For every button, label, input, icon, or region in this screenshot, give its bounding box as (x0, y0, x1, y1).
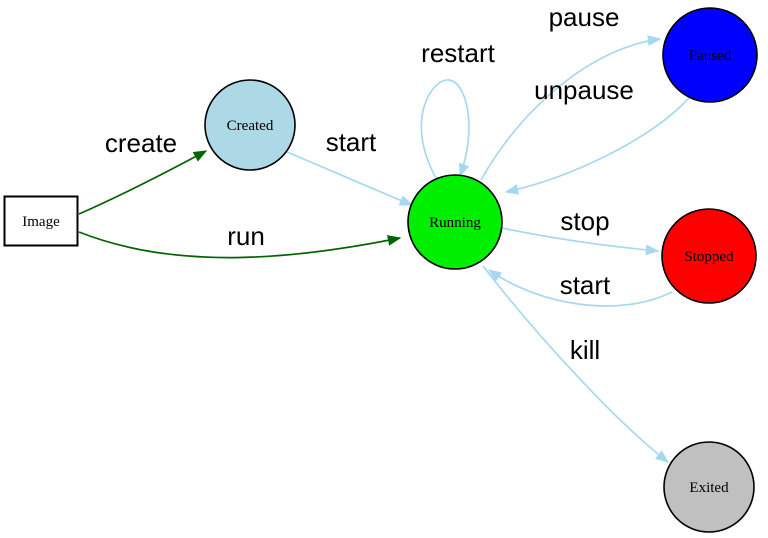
edge-stop (501, 227, 660, 256)
edge-label-create: create (105, 128, 177, 158)
edge-label-unpause: unpause (534, 75, 634, 105)
node-label-created: Created (227, 118, 274, 134)
edge-restart (420, 79, 470, 179)
edge-run (78, 231, 402, 259)
edges-layer (78, 35, 690, 463)
node-shape-created (204, 79, 296, 171)
edge-label-stop: stop (560, 206, 609, 236)
edge-label-pause: pause (549, 2, 620, 32)
edge-label-restart: restart (421, 38, 495, 68)
node-label-stopped: Stopped (684, 249, 734, 265)
node-exited[interactable]: Exited (663, 441, 755, 533)
node-shape-image (3, 195, 79, 247)
edge-unpause (504, 97, 690, 195)
node-created[interactable]: Created (204, 79, 296, 171)
edge-labels-layer: create run start restart pause unpause stop sta… (105, 2, 634, 365)
node-running[interactable]: Running (407, 174, 503, 270)
node-shape-exited (663, 441, 755, 533)
node-shape-stopped (661, 208, 757, 304)
node-image[interactable]: Image (3, 195, 79, 247)
node-label-exited: Exited (689, 480, 729, 496)
node-label-paused: Paused (689, 48, 732, 64)
edge-label-start-stopped: start (560, 270, 611, 300)
node-label-image: Image (22, 214, 60, 230)
edge-kill (482, 265, 670, 463)
edge-label-start-created: start (326, 127, 377, 157)
node-paused[interactable]: Paused (662, 7, 758, 103)
edge-pause (480, 35, 662, 181)
edge-label-run: run (227, 221, 265, 251)
node-label-running: Running (429, 215, 481, 231)
edge-start-stopped (487, 269, 673, 307)
node-shape-running (407, 174, 503, 270)
edge-create (78, 150, 208, 215)
edge-label-kill: kill (570, 335, 600, 365)
node-shape-paused (662, 7, 758, 103)
edge-start-created (286, 151, 414, 206)
node-stopped[interactable]: Stopped (661, 208, 757, 304)
